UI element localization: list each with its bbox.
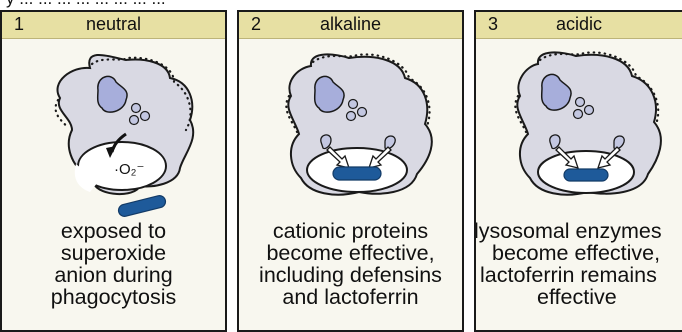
granule bbox=[130, 116, 139, 125]
granule bbox=[141, 112, 150, 121]
description-line: exposed to bbox=[2, 220, 225, 242]
phagocyte-illustration bbox=[239, 38, 464, 218]
panel-neutral: 1 neutral ·O₂⁻ exposed to superoxide ani… bbox=[0, 10, 227, 332]
panel-title: neutral bbox=[2, 14, 225, 35]
phagocyte-illustration bbox=[476, 38, 682, 218]
description-line: lactoferrin remains bbox=[474, 264, 682, 286]
caption-text: y ... ... ... ... ... ... ... ... bbox=[6, 0, 166, 9]
description-line: become effective, bbox=[239, 242, 462, 264]
panel-description: cationic proteins become effective, incl… bbox=[239, 220, 462, 308]
panel-header: 2 alkaline bbox=[239, 12, 462, 39]
caption-fragment: y ... ... ... ... ... ... ... ... bbox=[0, 0, 682, 10]
panel-description: lysosomal enzymes become effective, lact… bbox=[474, 220, 682, 308]
granule bbox=[585, 106, 594, 115]
description-line: lysosomal enzymes bbox=[474, 220, 682, 242]
bacterium bbox=[117, 194, 166, 217]
panel-header: 1 neutral bbox=[2, 12, 225, 39]
panel-description: exposed to superoxide anion during phago… bbox=[2, 220, 225, 308]
description-line: and lactoferrin bbox=[239, 286, 462, 308]
bacterium bbox=[564, 169, 608, 181]
description-line: including defensins bbox=[239, 264, 462, 286]
description-line: cationic proteins bbox=[239, 220, 462, 242]
granule bbox=[349, 100, 358, 109]
description-line: superoxide bbox=[2, 242, 225, 264]
superoxide-label: ·O₂⁻ bbox=[114, 161, 144, 178]
panel-alkaline: 2 alkaline cationic proteins become effe… bbox=[237, 10, 464, 332]
panel-acidic: 3 acidic lysosomal enzymes become effect… bbox=[474, 10, 682, 332]
phagocyte-illustration: ·O₂⁻ bbox=[2, 38, 227, 218]
panel-header: 3 acidic bbox=[476, 12, 682, 39]
granule bbox=[576, 98, 585, 107]
granule bbox=[358, 108, 367, 117]
description-line: become effective, bbox=[474, 242, 682, 264]
description-line: anion during bbox=[2, 264, 225, 286]
description-line: phagocytosis bbox=[2, 286, 225, 308]
granule bbox=[574, 110, 583, 119]
panel-title: acidic bbox=[476, 14, 682, 35]
bacterium bbox=[333, 167, 381, 180]
granule bbox=[347, 112, 356, 121]
granule bbox=[132, 104, 141, 113]
description-line: effective bbox=[474, 286, 682, 308]
panel-title: alkaline bbox=[239, 14, 462, 35]
